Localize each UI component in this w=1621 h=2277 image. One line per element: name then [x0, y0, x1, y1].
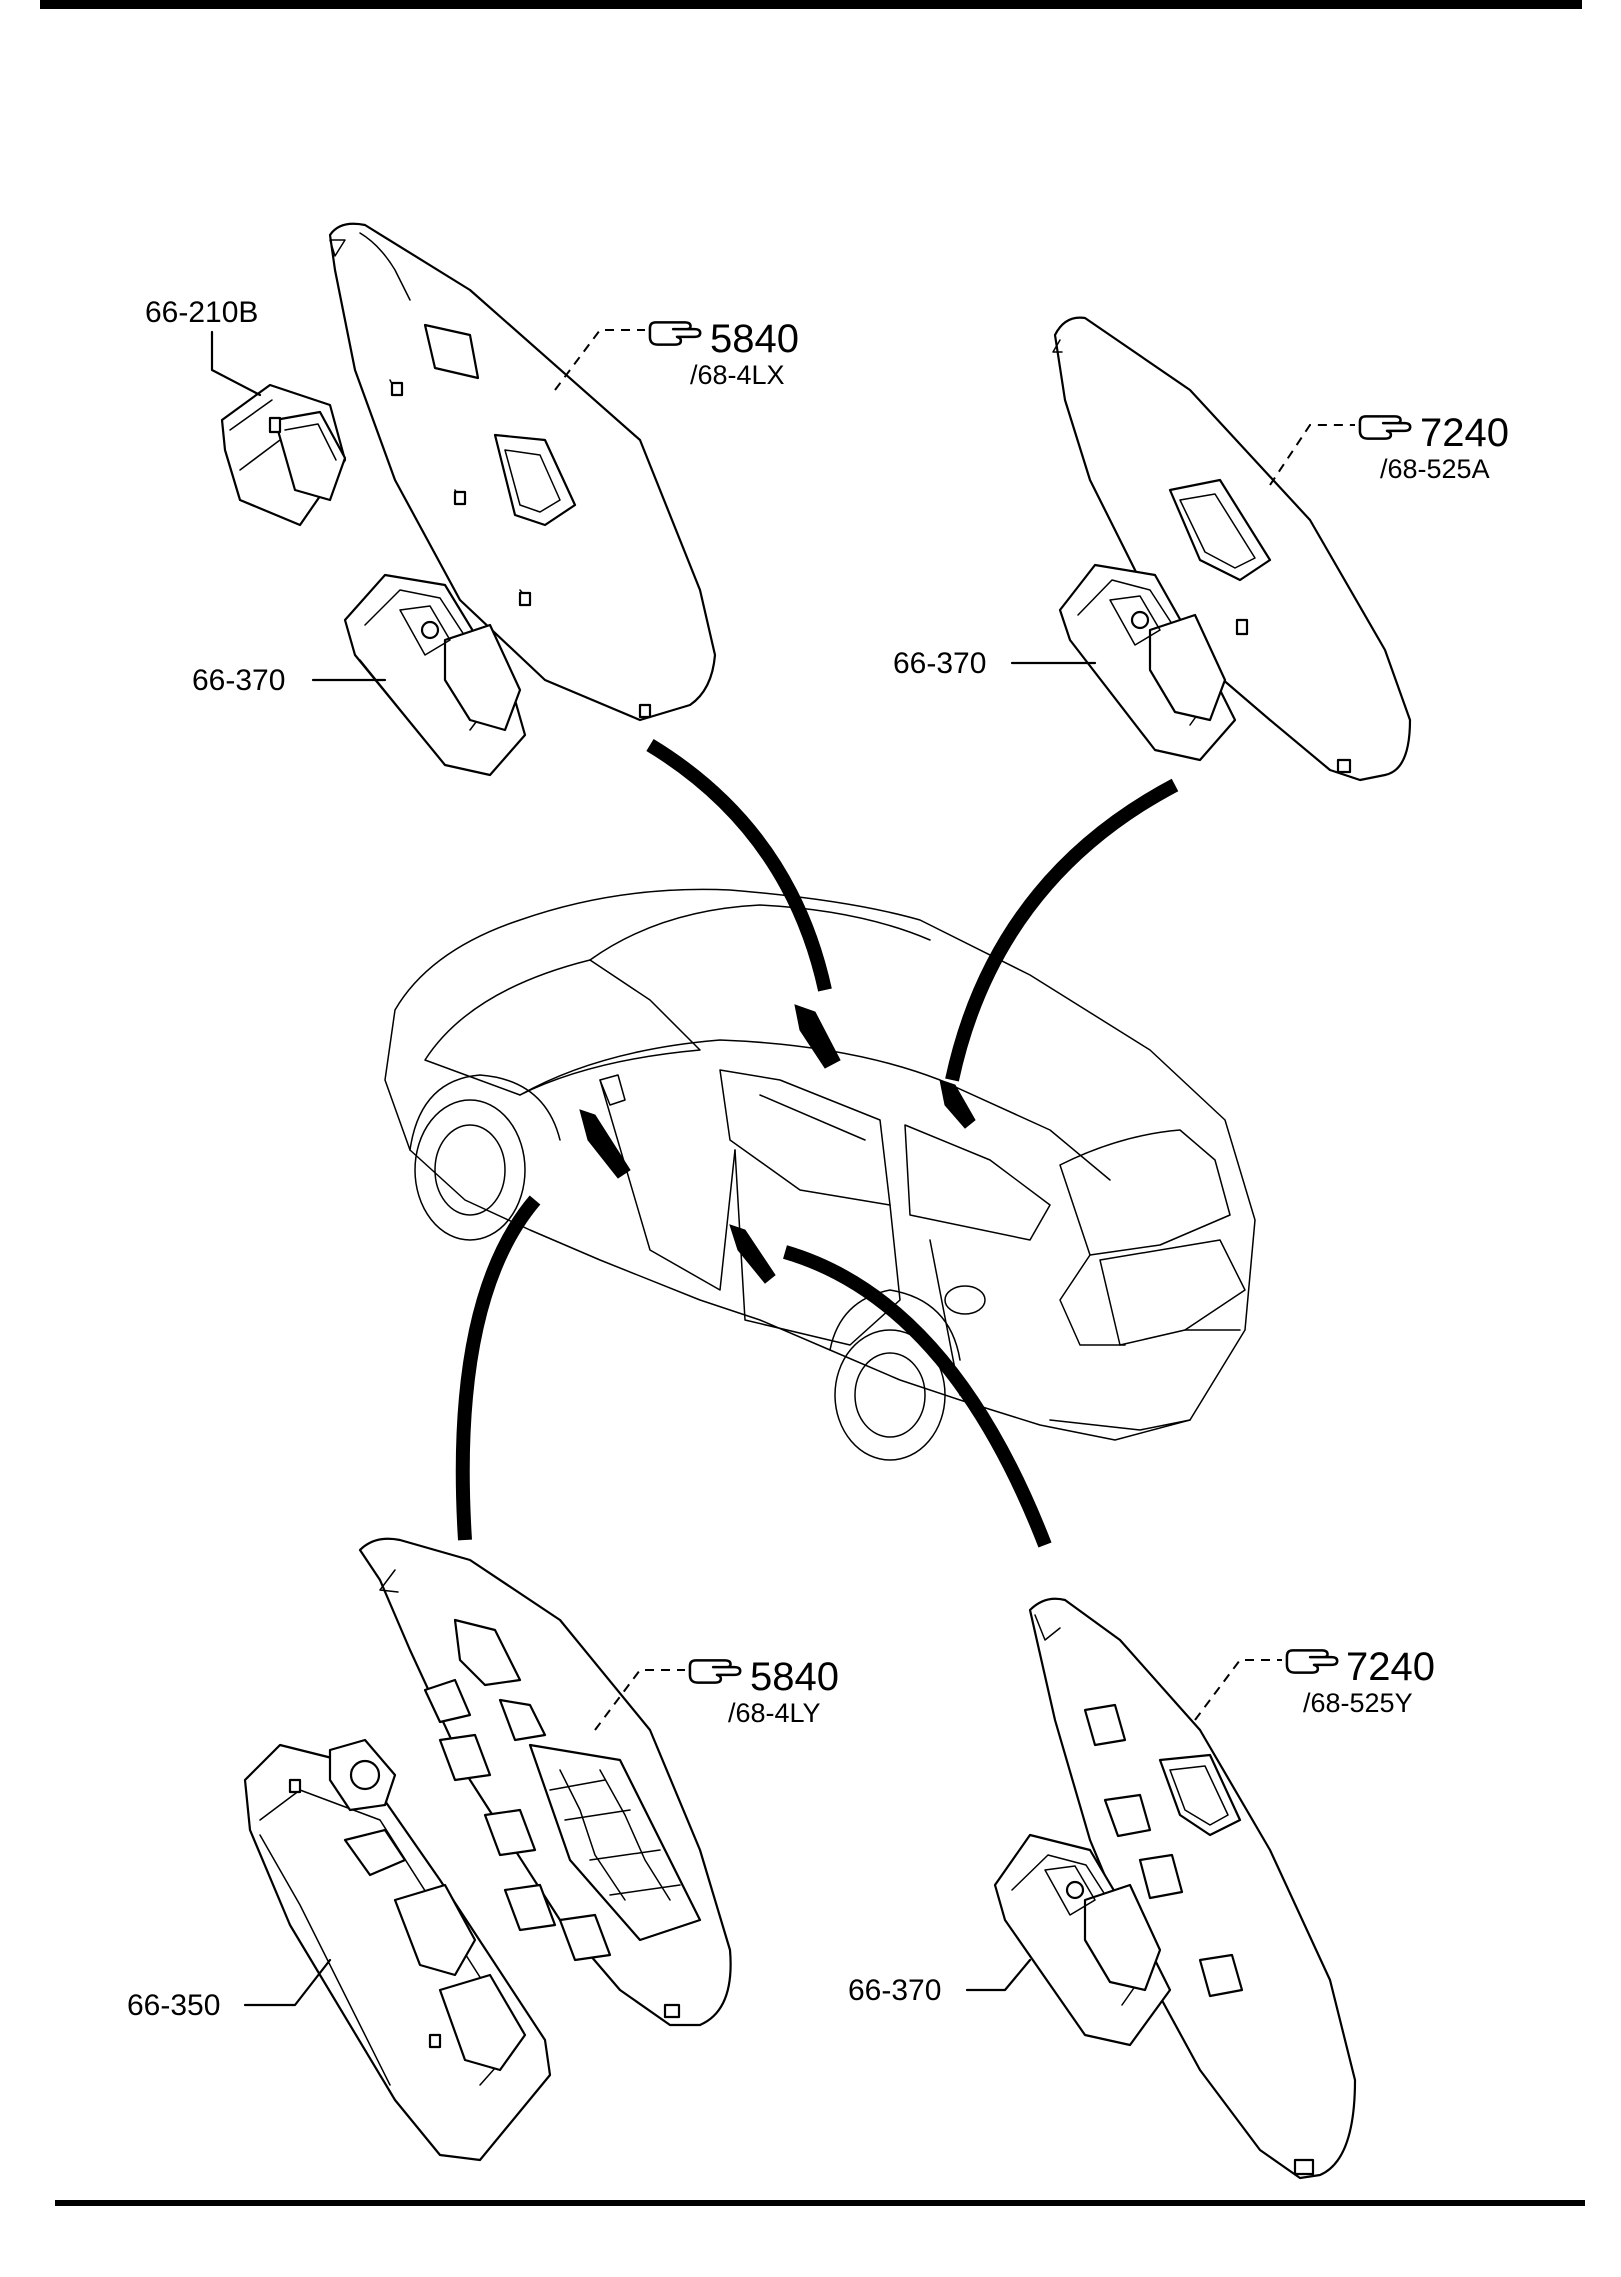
front-left-trim-panel — [358, 1537, 732, 2027]
rear-left-window-switch — [220, 383, 347, 527]
marker-front-right-switch — [794, 1004, 841, 1069]
marker-front-left-switch — [579, 1109, 631, 1179]
leader-7240-525Y — [1194, 1659, 1282, 1721]
label-66-370-upper-left: 66-370 — [192, 664, 285, 697]
ref-68-525A: /68-525A — [1380, 454, 1490, 484]
label-66-350: 66-350 — [127, 1989, 220, 2022]
ref-68-4LX: /68-4LX — [690, 360, 785, 390]
ref-7240-upper: 7240 — [1420, 411, 1509, 455]
ref-68-4LY: /68-4LY — [728, 1698, 821, 1728]
connector-rear-right — [945, 778, 1179, 1082]
bottom-border-rule — [55, 2200, 1585, 2206]
leader-5840-4LY — [594, 1669, 685, 1731]
marker-rear-right-switch — [939, 1079, 976, 1129]
rear-left-window-switch-lower — [993, 1833, 1172, 2047]
rear-right-window-switch — [1058, 563, 1237, 762]
front-right-window-switch — [343, 573, 527, 777]
connector-rear-left — [783, 1245, 1052, 1548]
leader-66-350 — [243, 1958, 332, 2007]
vehicle-outline — [384, 888, 1256, 1461]
label-66-370-lower: 66-370 — [848, 1974, 941, 2007]
front-right-trim-panel — [328, 222, 717, 722]
rear-right-trim-panel — [1052, 316, 1412, 782]
pointing-hand-icon — [1358, 415, 1412, 440]
leader-66-370-lower — [965, 1958, 1032, 1992]
driver-master-switch — [243, 1738, 552, 2162]
ref-5840-upper: 5840 — [710, 317, 799, 361]
top-border-rule — [40, 0, 1582, 9]
ref-5840-lower: 5840 — [750, 1655, 839, 1699]
connector-front-right — [646, 739, 832, 992]
leader-7240-525A — [1269, 424, 1355, 486]
ref-68-525Y: /68-525Y — [1303, 1688, 1413, 1718]
pointing-hand-icon — [648, 321, 702, 346]
label-66-210B: 66-210B — [145, 296, 258, 329]
pointing-hand-icon — [688, 1659, 742, 1684]
connector-front-left — [455, 1195, 541, 1541]
rear-left-trim-panel — [1028, 1597, 1357, 2180]
leader-66-210B — [210, 330, 262, 397]
ref-7240-lower: 7240 — [1346, 1645, 1435, 1689]
leader-5840-4LX — [554, 329, 645, 391]
marker-rear-left-switch — [729, 1224, 776, 1284]
pointing-hand-icon — [1285, 1649, 1339, 1674]
label-66-370-upper-right: 66-370 — [893, 647, 986, 680]
